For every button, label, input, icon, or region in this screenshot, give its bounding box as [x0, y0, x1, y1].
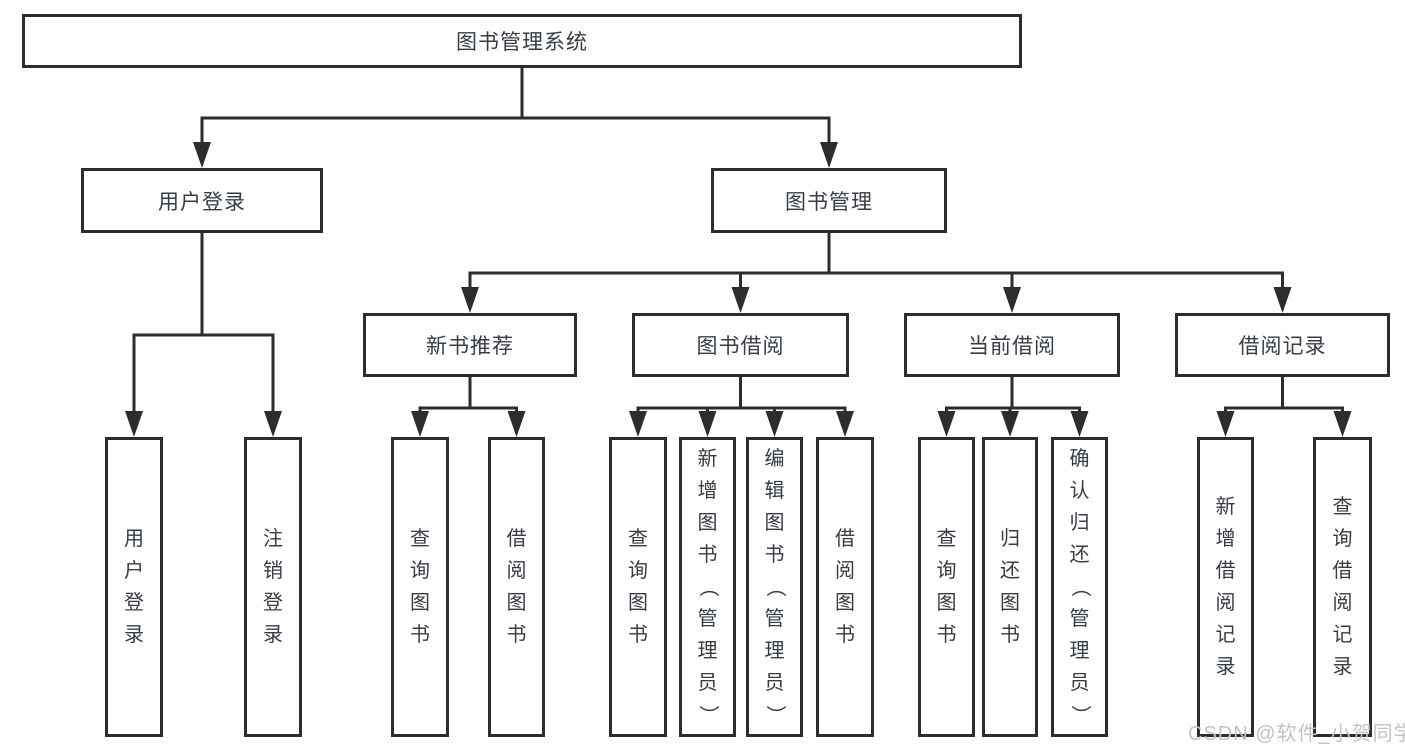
node-label: 查询图书: [410, 528, 430, 646]
node-user-login-group: 用户登录: [81, 168, 323, 233]
arrowhead-icon: [629, 411, 647, 437]
arrowhead-icon: [193, 142, 211, 168]
node-book-borrowing: 图书借阅: [632, 313, 849, 377]
node-label: 借阅记录: [1238, 335, 1327, 358]
arrowhead-icon: [698, 411, 717, 437]
arrowhead-icon: [264, 411, 282, 437]
node-borrow-records: 借阅记录: [1175, 313, 1390, 377]
arrowhead-icon: [1216, 411, 1235, 437]
node-label: 注销登录: [263, 528, 283, 646]
node-logout-login: 注销登录: [244, 437, 302, 737]
arrowhead-icon: [937, 411, 956, 437]
node-query-books-2: 查询图书: [609, 437, 667, 737]
arrowhead-icon: [1333, 411, 1352, 437]
arrowhead-icon: [1070, 411, 1089, 437]
node-label: 查询图书: [628, 528, 648, 646]
arrowhead-icon: [411, 411, 429, 437]
node-new-book-recommend: 新书推荐: [363, 313, 577, 377]
node-add-book-admin: 新增图书（管理员）: [679, 437, 736, 737]
node-label: 新书推荐: [426, 335, 514, 358]
node-label: 图书管理系统: [456, 31, 588, 54]
node-book-management-system: 图书管理系统: [22, 14, 1022, 68]
node-query-books-3: 查询图书: [918, 437, 975, 737]
node-label: 图书管理: [785, 190, 873, 214]
node-confirm-return-admin: 确认归还（管理员）: [1051, 437, 1108, 737]
node-label: 用户登录: [158, 190, 246, 214]
node-query-books-1: 查询图书: [391, 437, 449, 737]
node-query-borrow-record: 查询借阅记录: [1313, 437, 1372, 737]
arrowhead-icon: [731, 287, 750, 313]
node-label: 图书借阅: [696, 335, 785, 358]
node-label: 确认归还（管理员）: [1068, 448, 1091, 725]
arrowhead-icon: [836, 411, 854, 437]
node-label: 归还图书: [1000, 528, 1020, 646]
node-borrow-books-1: 借阅图书: [488, 437, 545, 737]
node-label: 当前借阅: [968, 335, 1056, 358]
arrowhead-icon: [1273, 287, 1292, 313]
node-return-books: 归还图书: [982, 437, 1038, 737]
arrowhead-icon: [1001, 411, 1019, 437]
node-user-login: 用户登录: [105, 437, 163, 737]
arrowhead-icon: [765, 411, 784, 437]
node-borrow-books-2: 借阅图书: [816, 437, 874, 737]
arrowhead-icon: [125, 411, 143, 437]
node-label: 查询图书: [936, 528, 957, 646]
node-edit-book-admin: 编辑图书（管理员）: [746, 437, 803, 737]
node-label: 借阅图书: [835, 528, 855, 646]
node-book-management: 图书管理: [711, 168, 947, 233]
node-label: 编辑图书（管理员）: [763, 448, 786, 725]
node-label: 新增图书（管理员）: [696, 448, 719, 725]
node-label: 用户登录: [124, 528, 144, 646]
arrowhead-icon: [507, 411, 526, 437]
csdn-watermark: CSDN @软件_小贺同学: [1188, 723, 1405, 745]
node-label: 新增借阅记录: [1215, 496, 1236, 678]
node-label: 查询借阅记录: [1332, 496, 1353, 678]
arrowhead-icon: [1003, 287, 1021, 313]
node-label: 借阅图书: [506, 528, 527, 646]
node-current-borrowing: 当前借阅: [904, 313, 1120, 377]
arrowhead-icon: [461, 287, 479, 313]
node-add-borrow-record: 新增借阅记录: [1197, 437, 1254, 737]
arrowhead-icon: [820, 142, 838, 168]
